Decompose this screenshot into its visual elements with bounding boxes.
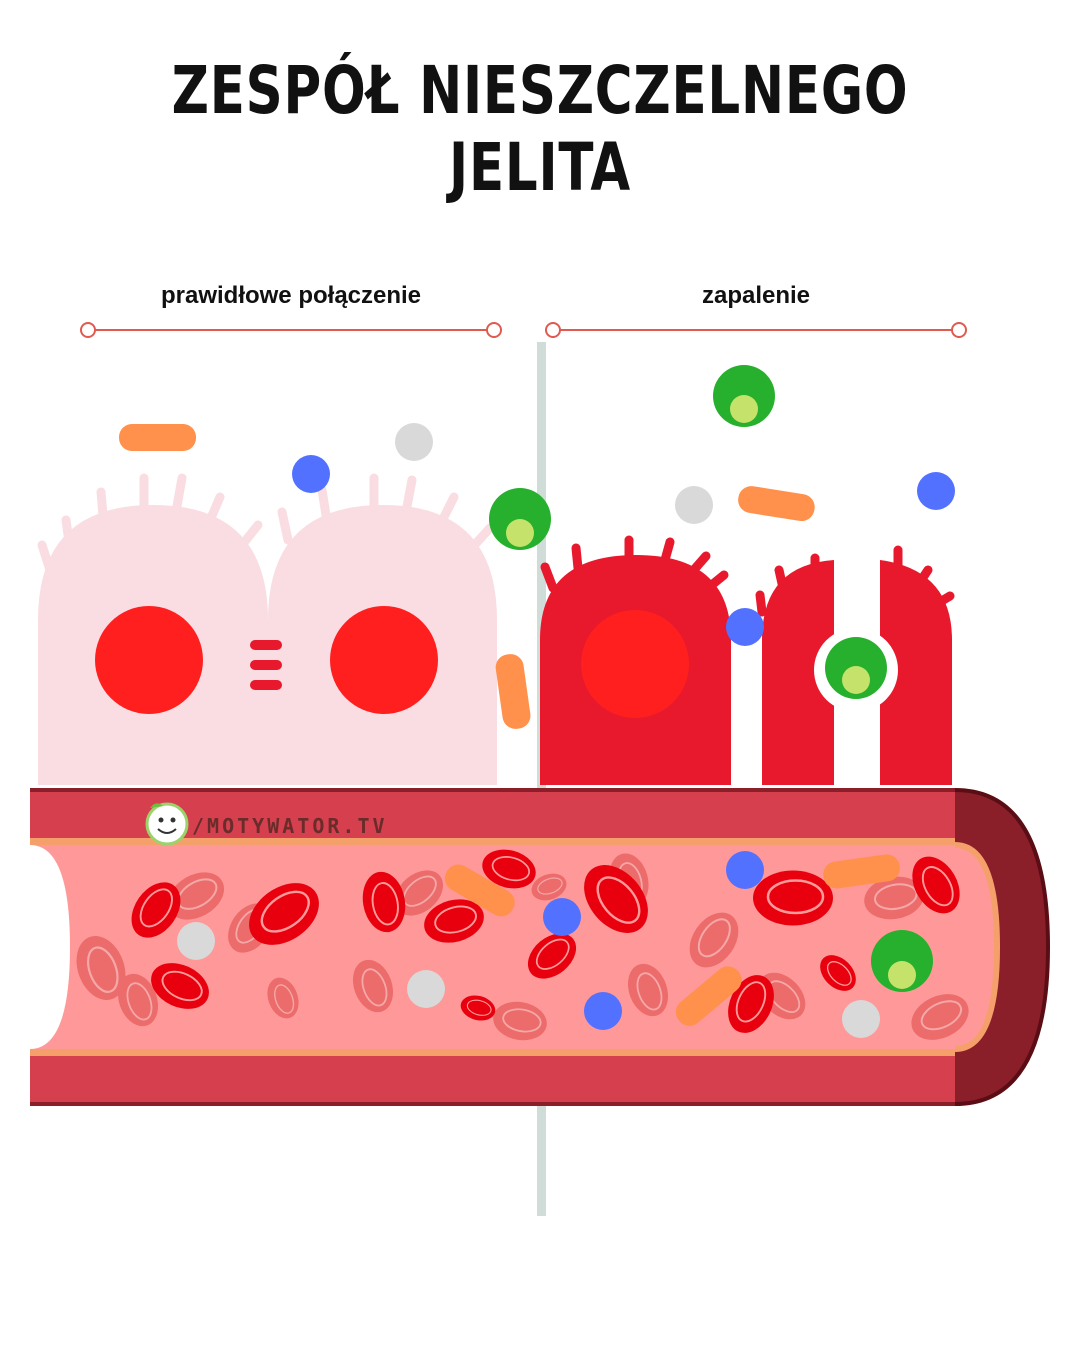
healthy-cell-left: [37, 473, 268, 785]
tight-junction: [250, 640, 282, 690]
particle-orange: [738, 486, 815, 522]
particle-gray: [675, 486, 713, 524]
white-blood-cell: [825, 637, 887, 699]
bracket-right: [545, 322, 967, 338]
particle-orange: [495, 654, 531, 729]
healthy-cell-right: [268, 473, 497, 785]
inflamed-cell-left: [540, 535, 731, 785]
page-title: ZESPÓŁ NIESZCZELNEGO JELITA: [171, 52, 909, 206]
white-blood-cell: [489, 488, 551, 550]
nucleus: [330, 606, 438, 714]
bracket-left: [80, 322, 502, 338]
white-blood-cell: [713, 365, 775, 427]
section-label-inflammation: zapalenie: [701, 282, 811, 309]
nucleus: [581, 610, 689, 718]
particle-blue: [726, 608, 764, 646]
watermark: /MOTYWATOR.TV: [192, 814, 388, 838]
particle-blue: [292, 455, 330, 493]
motywator-logo-icon: [145, 802, 189, 846]
nucleus: [95, 606, 203, 714]
particle-blue: [917, 472, 955, 510]
section-label-normal-junction: prawidłowe połączenie: [160, 282, 422, 309]
particle-gray: [395, 423, 433, 461]
particle-orange: [119, 424, 196, 451]
vessel-particles: [177, 851, 933, 1038]
